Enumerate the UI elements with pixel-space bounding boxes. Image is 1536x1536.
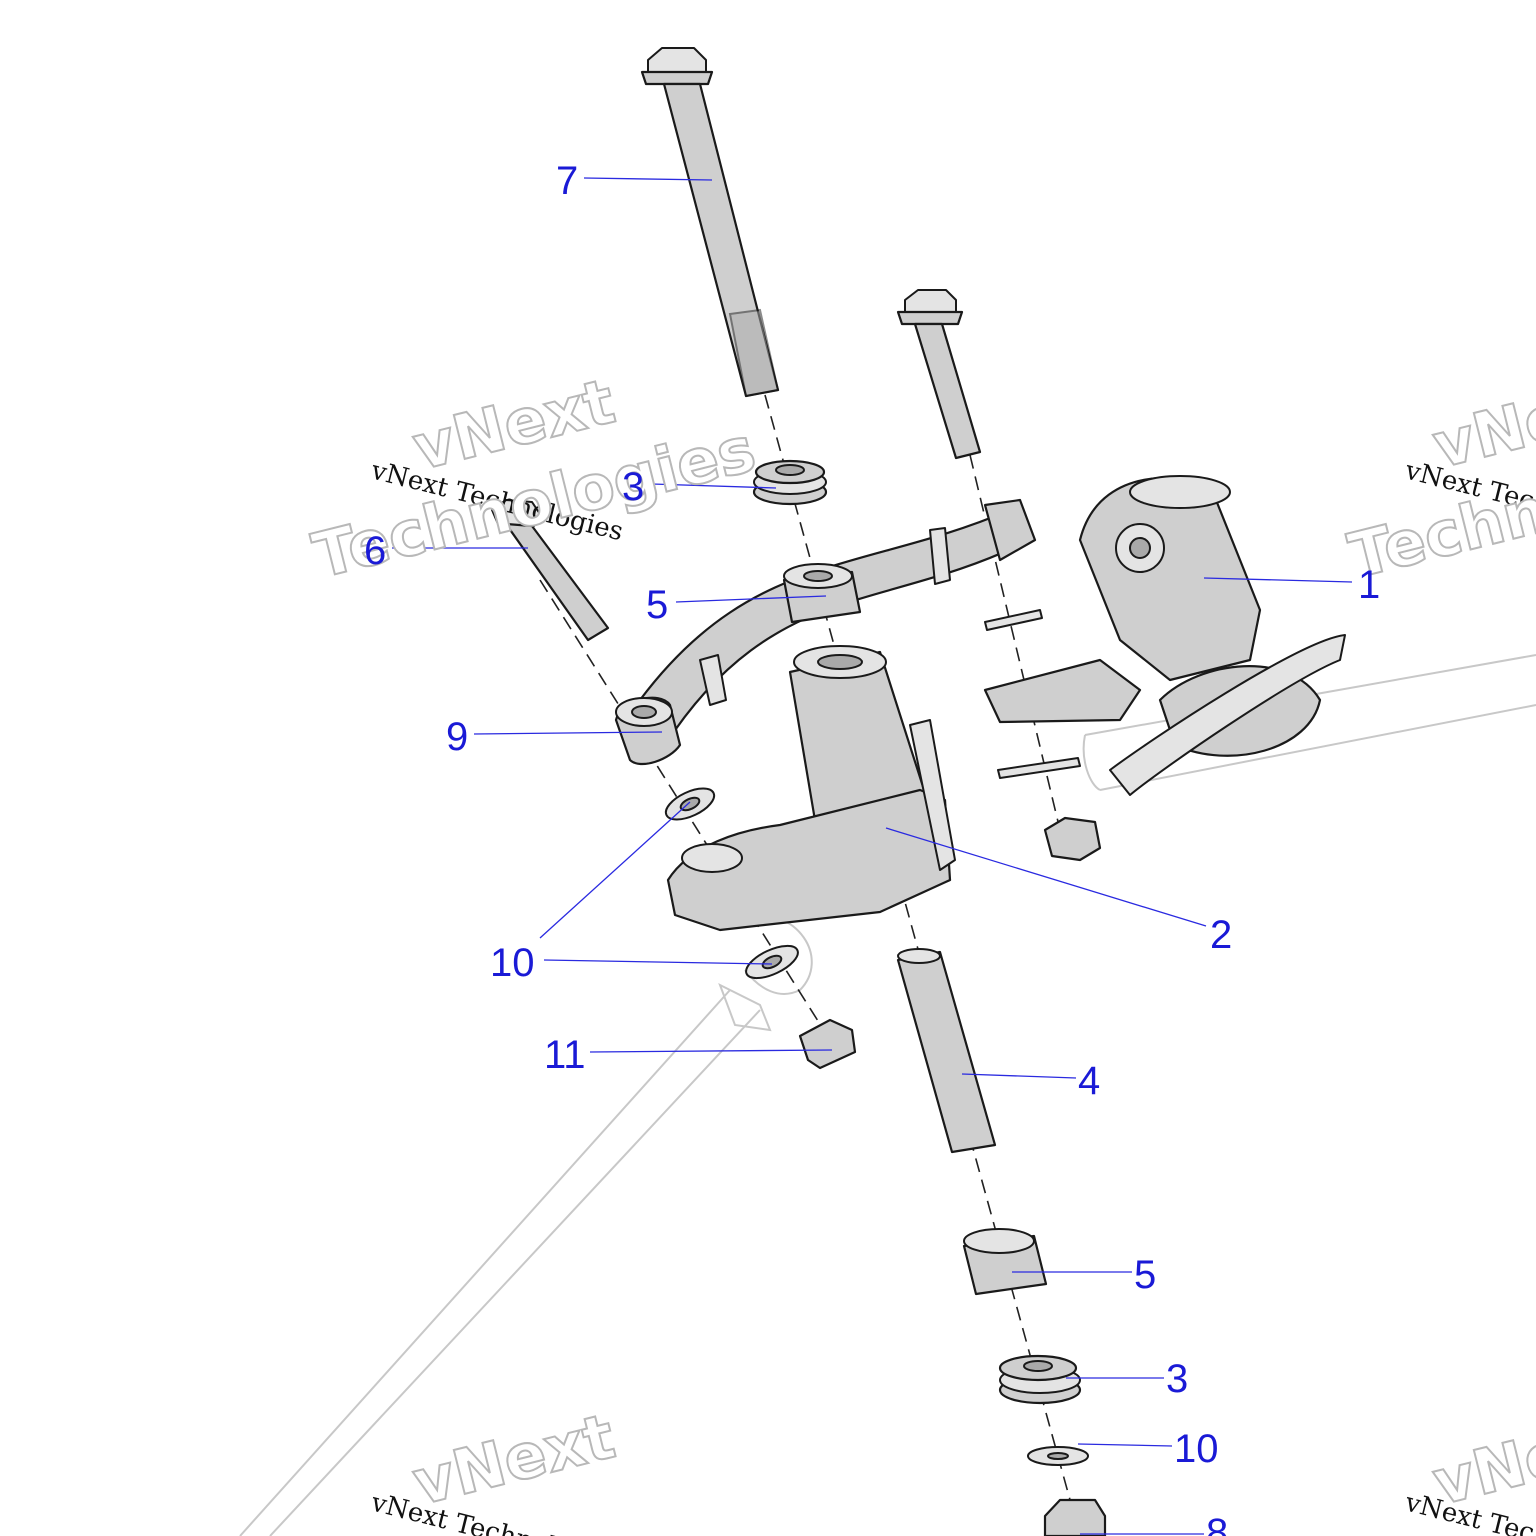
- part-8-nut: [1043, 1498, 1107, 1536]
- callout-2: 2: [1210, 913, 1232, 957]
- watermark-big-5: vNext: [406, 1399, 622, 1519]
- callout-labels: 7 3 6 5 1 9 2 10 11 4 5 3 10 8: [364, 159, 1380, 1536]
- part-7-long-bolt: [640, 47, 780, 398]
- part-5-bushing-lower: [962, 1228, 1048, 1296]
- callout-6: 6: [364, 529, 386, 573]
- callout-3-bottom: 3: [1166, 1357, 1188, 1401]
- callout-9: 9: [446, 715, 468, 759]
- part-10-washer-lower: [1027, 1446, 1089, 1466]
- part-3-grommet-top: [752, 459, 828, 506]
- watermark-bottom-right: vNext vNext Technologies: [1401, 1398, 1536, 1536]
- callout-1: 1: [1358, 563, 1380, 607]
- part-3-grommet-lower: [998, 1354, 1082, 1405]
- callout-8: 8: [1206, 1511, 1228, 1536]
- part-2-idler-arm: [666, 645, 956, 932]
- callout-4: 4: [1078, 1059, 1100, 1103]
- callout-3-top: 3: [622, 465, 644, 509]
- part-11-nut: [798, 1018, 857, 1070]
- nut-right: [1043, 816, 1102, 862]
- leader-lines: [392, 177, 1353, 1535]
- callout-10-left: 10: [490, 941, 535, 985]
- callout-7: 7: [556, 159, 578, 203]
- watermark-top-right: vNext vNext Technologies Technologies: [1341, 361, 1536, 593]
- callout-10-bottom: 10: [1174, 1427, 1219, 1471]
- callout-5-bottom: 5: [1134, 1253, 1156, 1297]
- part-10-washers-left: [664, 787, 799, 980]
- part-4-tube: [896, 948, 997, 1154]
- watermark-bottom-left: vNext vNext Technologies: [367, 1398, 626, 1536]
- callout-11: 11: [544, 1033, 586, 1077]
- part-6-bolt: [491, 499, 610, 642]
- washers-right: [984, 609, 1081, 779]
- part-5-9-link-arm: [614, 498, 1037, 766]
- callout-5-top: 5: [646, 583, 668, 627]
- bolt-short-upper: [896, 289, 982, 460]
- part-1-steering-yoke: [983, 475, 1346, 796]
